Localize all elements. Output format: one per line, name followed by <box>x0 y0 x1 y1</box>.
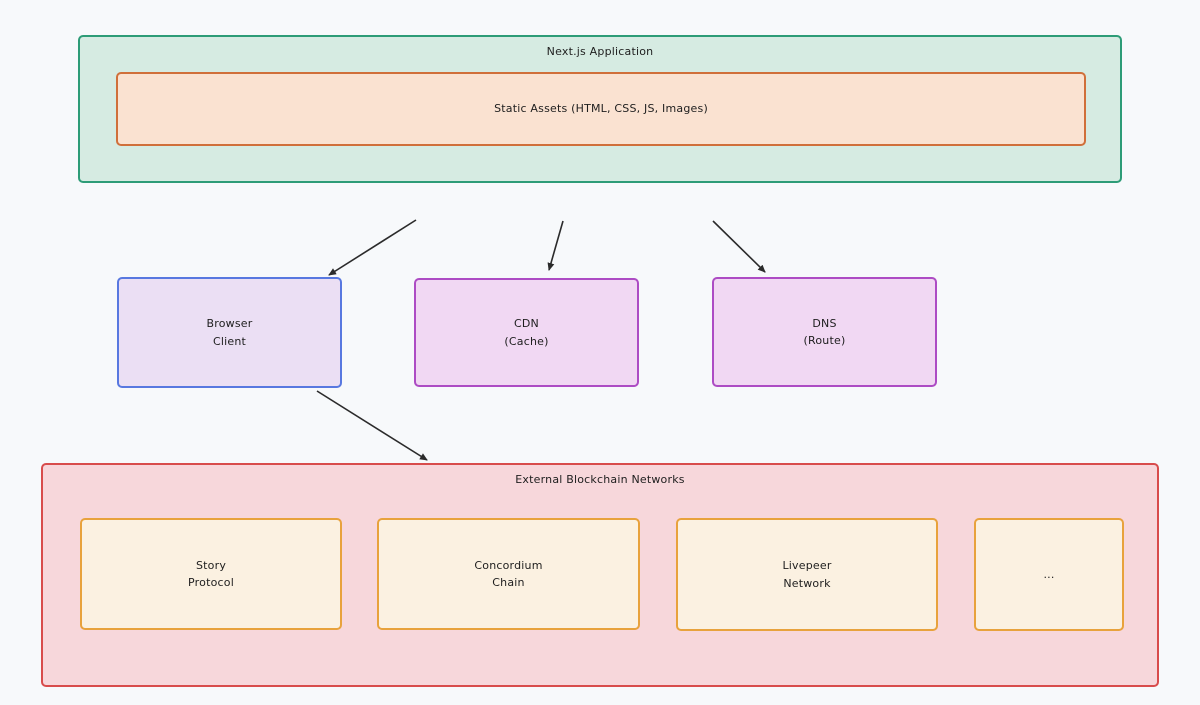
static-assets-node: Static Assets (HTML, CSS, JS, Images) <box>116 72 1086 146</box>
external-blockchain-networks-label: External Blockchain Networks <box>515 473 685 486</box>
story-protocol-node: Story Protocol <box>80 518 342 630</box>
story-protocol-label: Story Protocol <box>188 558 234 589</box>
arrow-nextjs-to-cdn <box>547 220 564 271</box>
concordium-chain-node: Concordium Chain <box>377 518 640 630</box>
browser-client-node: Browser Client <box>117 277 342 388</box>
concordium-chain-label: Concordium Chain <box>474 558 543 589</box>
dns-label: DNS (Route) <box>803 316 846 347</box>
livepeer-network-label: Livepeer Network <box>782 559 832 590</box>
arrow-nextjs-to-dns <box>712 220 766 273</box>
livepeer-network-node: Livepeer Network <box>676 518 938 631</box>
more-networks-node: ... <box>974 518 1124 631</box>
arrow-nextjs-to-browser-client <box>328 219 417 276</box>
nextjs-application-label: Next.js Application <box>546 45 654 58</box>
static-assets-label: Static Assets (HTML, CSS, JS, Images) <box>494 102 708 116</box>
more-networks-label: ... <box>1043 567 1055 581</box>
browser-client-label: Browser Client <box>206 317 253 348</box>
cdn-label: CDN (Cache) <box>504 317 549 348</box>
cdn-node: CDN (Cache) <box>414 278 639 387</box>
dns-node: DNS (Route) <box>712 277 937 387</box>
arrow-browser-client-to-external-networks <box>316 390 428 461</box>
